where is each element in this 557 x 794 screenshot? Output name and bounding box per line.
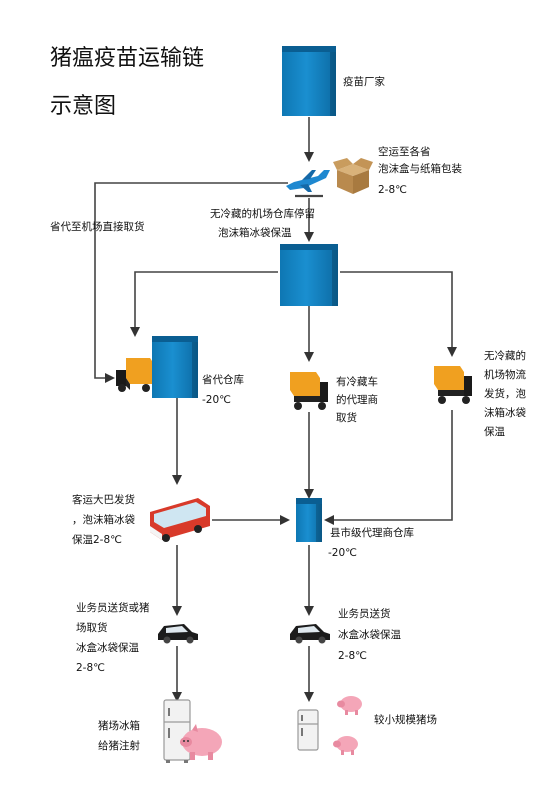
logistics-label-2: 机场物流 [484,369,526,381]
sales-right-label-3: 2-8℃ [338,650,367,662]
airport-label-1: 无冷藏的机场仓库停留 [210,208,315,220]
car-icon [290,624,330,644]
airport-warehouse-building-icon [280,244,338,306]
farm-big-label-1: 猪场冰箱 [98,720,140,732]
air-label-2: 泡沫盒与纸箱包装 [378,163,462,175]
agent-label-3: 取货 [336,412,357,424]
factory-label: 疫苗厂家 [343,76,385,88]
sales-left-label-3: 冰盒冰袋保温 [76,642,139,654]
sales-left-label-4: 2-8℃ [76,662,105,674]
arrow-airport-to-logistics [340,271,457,357]
logistics-label-3: 发货，泡 [484,388,526,400]
air-label-3: 2-8℃ [378,184,407,196]
county-warehouse-building-icon [296,498,322,542]
province-warehouse-building-icon [152,336,198,398]
diagram-title-line1: 猪瘟疫苗运输链 [50,46,205,71]
delivery-truck-icon [434,366,472,404]
province-pickup-label: 省代至机场直接取货 [50,221,145,233]
sales-left-label-2: 场取货 [76,622,108,634]
pig-icon [333,736,358,755]
province-warehouse-label: 省代仓库 [202,374,244,386]
county-warehouse-temp: -20℃ [328,547,357,559]
logistics-label-1: 无冷藏的 [484,350,526,362]
delivery-truck-icon [290,372,328,410]
bus-label-2: ，泡沫箱冰袋 [72,514,135,526]
refrigerator-icon [297,709,319,751]
airplane-icon [286,170,330,192]
factory-building-icon [282,46,336,116]
agent-label-1: 有冷藏车 [336,376,378,388]
logistics-label-4: 沫箱冰袋 [484,407,526,419]
logistics-label-5: 保温 [484,426,505,438]
sales-right-label-1: 业务员送货 [338,608,391,620]
arrow-airport-pickup [94,182,288,383]
bus-label-3: 保温2-8℃ [72,534,122,546]
sales-left-label-1: 业务员送货或猪 [76,602,150,614]
sales-right-label-2: 冰盒冰袋保温 [338,629,401,641]
county-warehouse-label: 县市级代理商仓库 [330,527,414,539]
bus-icon [150,498,210,542]
arrow-logistics-to-county [324,410,453,525]
air-label-1: 空运至各省 [378,146,431,158]
airport-label-2: 泡沫箱冰袋保温 [218,227,292,239]
pig-icon [337,696,362,715]
farm-big-label-2: 给猪注射 [98,740,140,752]
diagram-title-line2: 示意图 [50,94,117,119]
car-icon [158,624,198,644]
agent-label-2: 的代理商 [336,394,378,406]
pig-icon [180,724,222,760]
province-warehouse-temp: -20℃ [202,394,231,406]
delivery-truck-icon [116,358,154,392]
cardboard-box-icon [333,158,373,194]
bus-label-1: 客运大巴发货 [72,494,135,506]
arrow-airport-to-province [130,271,278,337]
farm-small-label: 较小规模猪场 [374,714,437,726]
